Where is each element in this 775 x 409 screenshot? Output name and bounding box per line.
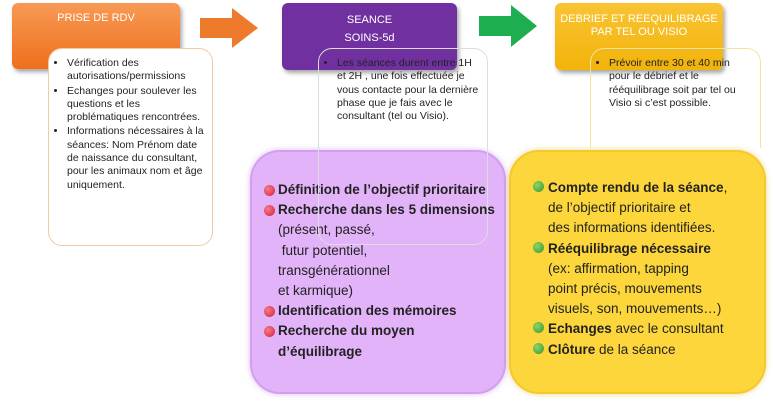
note-item: Les séances durent entre 1H et 2H , une …	[337, 57, 479, 123]
step-title: PRISE DE RDV	[57, 12, 135, 24]
item-text: de l’objectif prioritaire et	[548, 200, 691, 216]
item-title: Recherche dans les 5 dimensions	[278, 202, 495, 218]
step-subtitle: SOINS-5d	[344, 32, 395, 44]
note-seance: Les séances durent entre 1H et 2H , une …	[318, 48, 488, 245]
item-text: (ex: affirmation, tapping	[548, 260, 689, 276]
item-text: visuels, son, mouvements…)	[548, 301, 722, 317]
note-prise-de-rdv: Vérification des autorisations/permissio…	[48, 48, 213, 246]
item-title: d’équilibrage	[278, 343, 363, 359]
list-item: Identification des mémoires	[264, 301, 504, 321]
list-item: Clôture de la séance	[533, 340, 764, 360]
step-header-debrief: DEBRIEF ET REEQUILIBRAGE PAR TEL OU VISI…	[555, 3, 723, 70]
list-item: Recherche dans les 5 dimensions (présent…	[264, 200, 504, 301]
bullet-icon	[264, 326, 275, 338]
item-text: point précis, mouvements	[548, 281, 702, 297]
note-debrief: Prévoir entre 30 et 40 min pour le débri…	[590, 48, 761, 148]
item-title: Définition de l’objectif prioritaire	[278, 182, 486, 197]
note-item: Echanges pour soulever les questions et …	[67, 85, 204, 125]
item-text: des informations identifiées.	[548, 220, 716, 236]
item-text: ,	[723, 180, 728, 195]
bullet-icon	[264, 306, 275, 318]
list-item: Rééquilibrage nécessaire (ex: affirmatio…	[533, 239, 764, 320]
step-title: DEBRIEF ET REEQUILIBRAGE	[560, 13, 718, 25]
arrow-right-icon	[200, 8, 258, 48]
debrief-details-box: Compte rendu de la séance, de l’objectif…	[509, 150, 766, 394]
bullet-icon	[533, 342, 544, 354]
item-title: Clôture	[548, 341, 596, 357]
note-item: Prévoir entre 30 et 40 min pour le débri…	[609, 57, 752, 110]
list-item: Compte rendu de la séance, de l’objectif…	[533, 178, 764, 239]
item-text: futur potentiel,	[278, 242, 368, 258]
item-text: de la séance	[595, 341, 676, 357]
item-text: (présent, passé,	[278, 222, 375, 238]
step-subtitle: PAR TEL OU VISIO	[590, 26, 688, 38]
step-header-seance: SEANCE SOINS-5d	[282, 3, 457, 70]
bullet-icon	[533, 322, 544, 334]
item-title: Rééquilibrage nécessaire	[548, 240, 711, 256]
item-text: avec le consultant	[611, 321, 724, 337]
seance-details-box: Définition de l’objectif prioritaire Rec…	[250, 150, 506, 394]
item-title: Identification des mémoires	[278, 303, 457, 319]
arrow-right-icon	[479, 5, 537, 47]
item-text: transgénérationnel	[278, 262, 390, 278]
bullet-icon	[533, 241, 544, 253]
note-item: Vérification des autorisations/permissio…	[67, 57, 204, 84]
bullet-icon	[264, 205, 275, 217]
bullet-icon	[533, 181, 544, 192]
step-title: SEANCE	[346, 14, 393, 26]
list-item: Echanges avec le consultant	[533, 319, 764, 339]
item-text: et karmique)	[278, 283, 354, 299]
list-item: Définition de l’objectif prioritaire	[264, 180, 504, 200]
item-title: Compte rendu de la séance	[548, 180, 724, 195]
bullet-icon	[264, 185, 275, 196]
item-title: Recherche du moyen	[278, 323, 415, 339]
note-item: Informations nécessaires à la séances: N…	[67, 125, 204, 191]
list-item: Recherche du moyen d’équilibrage	[264, 321, 504, 361]
item-title: Echanges	[548, 321, 612, 337]
